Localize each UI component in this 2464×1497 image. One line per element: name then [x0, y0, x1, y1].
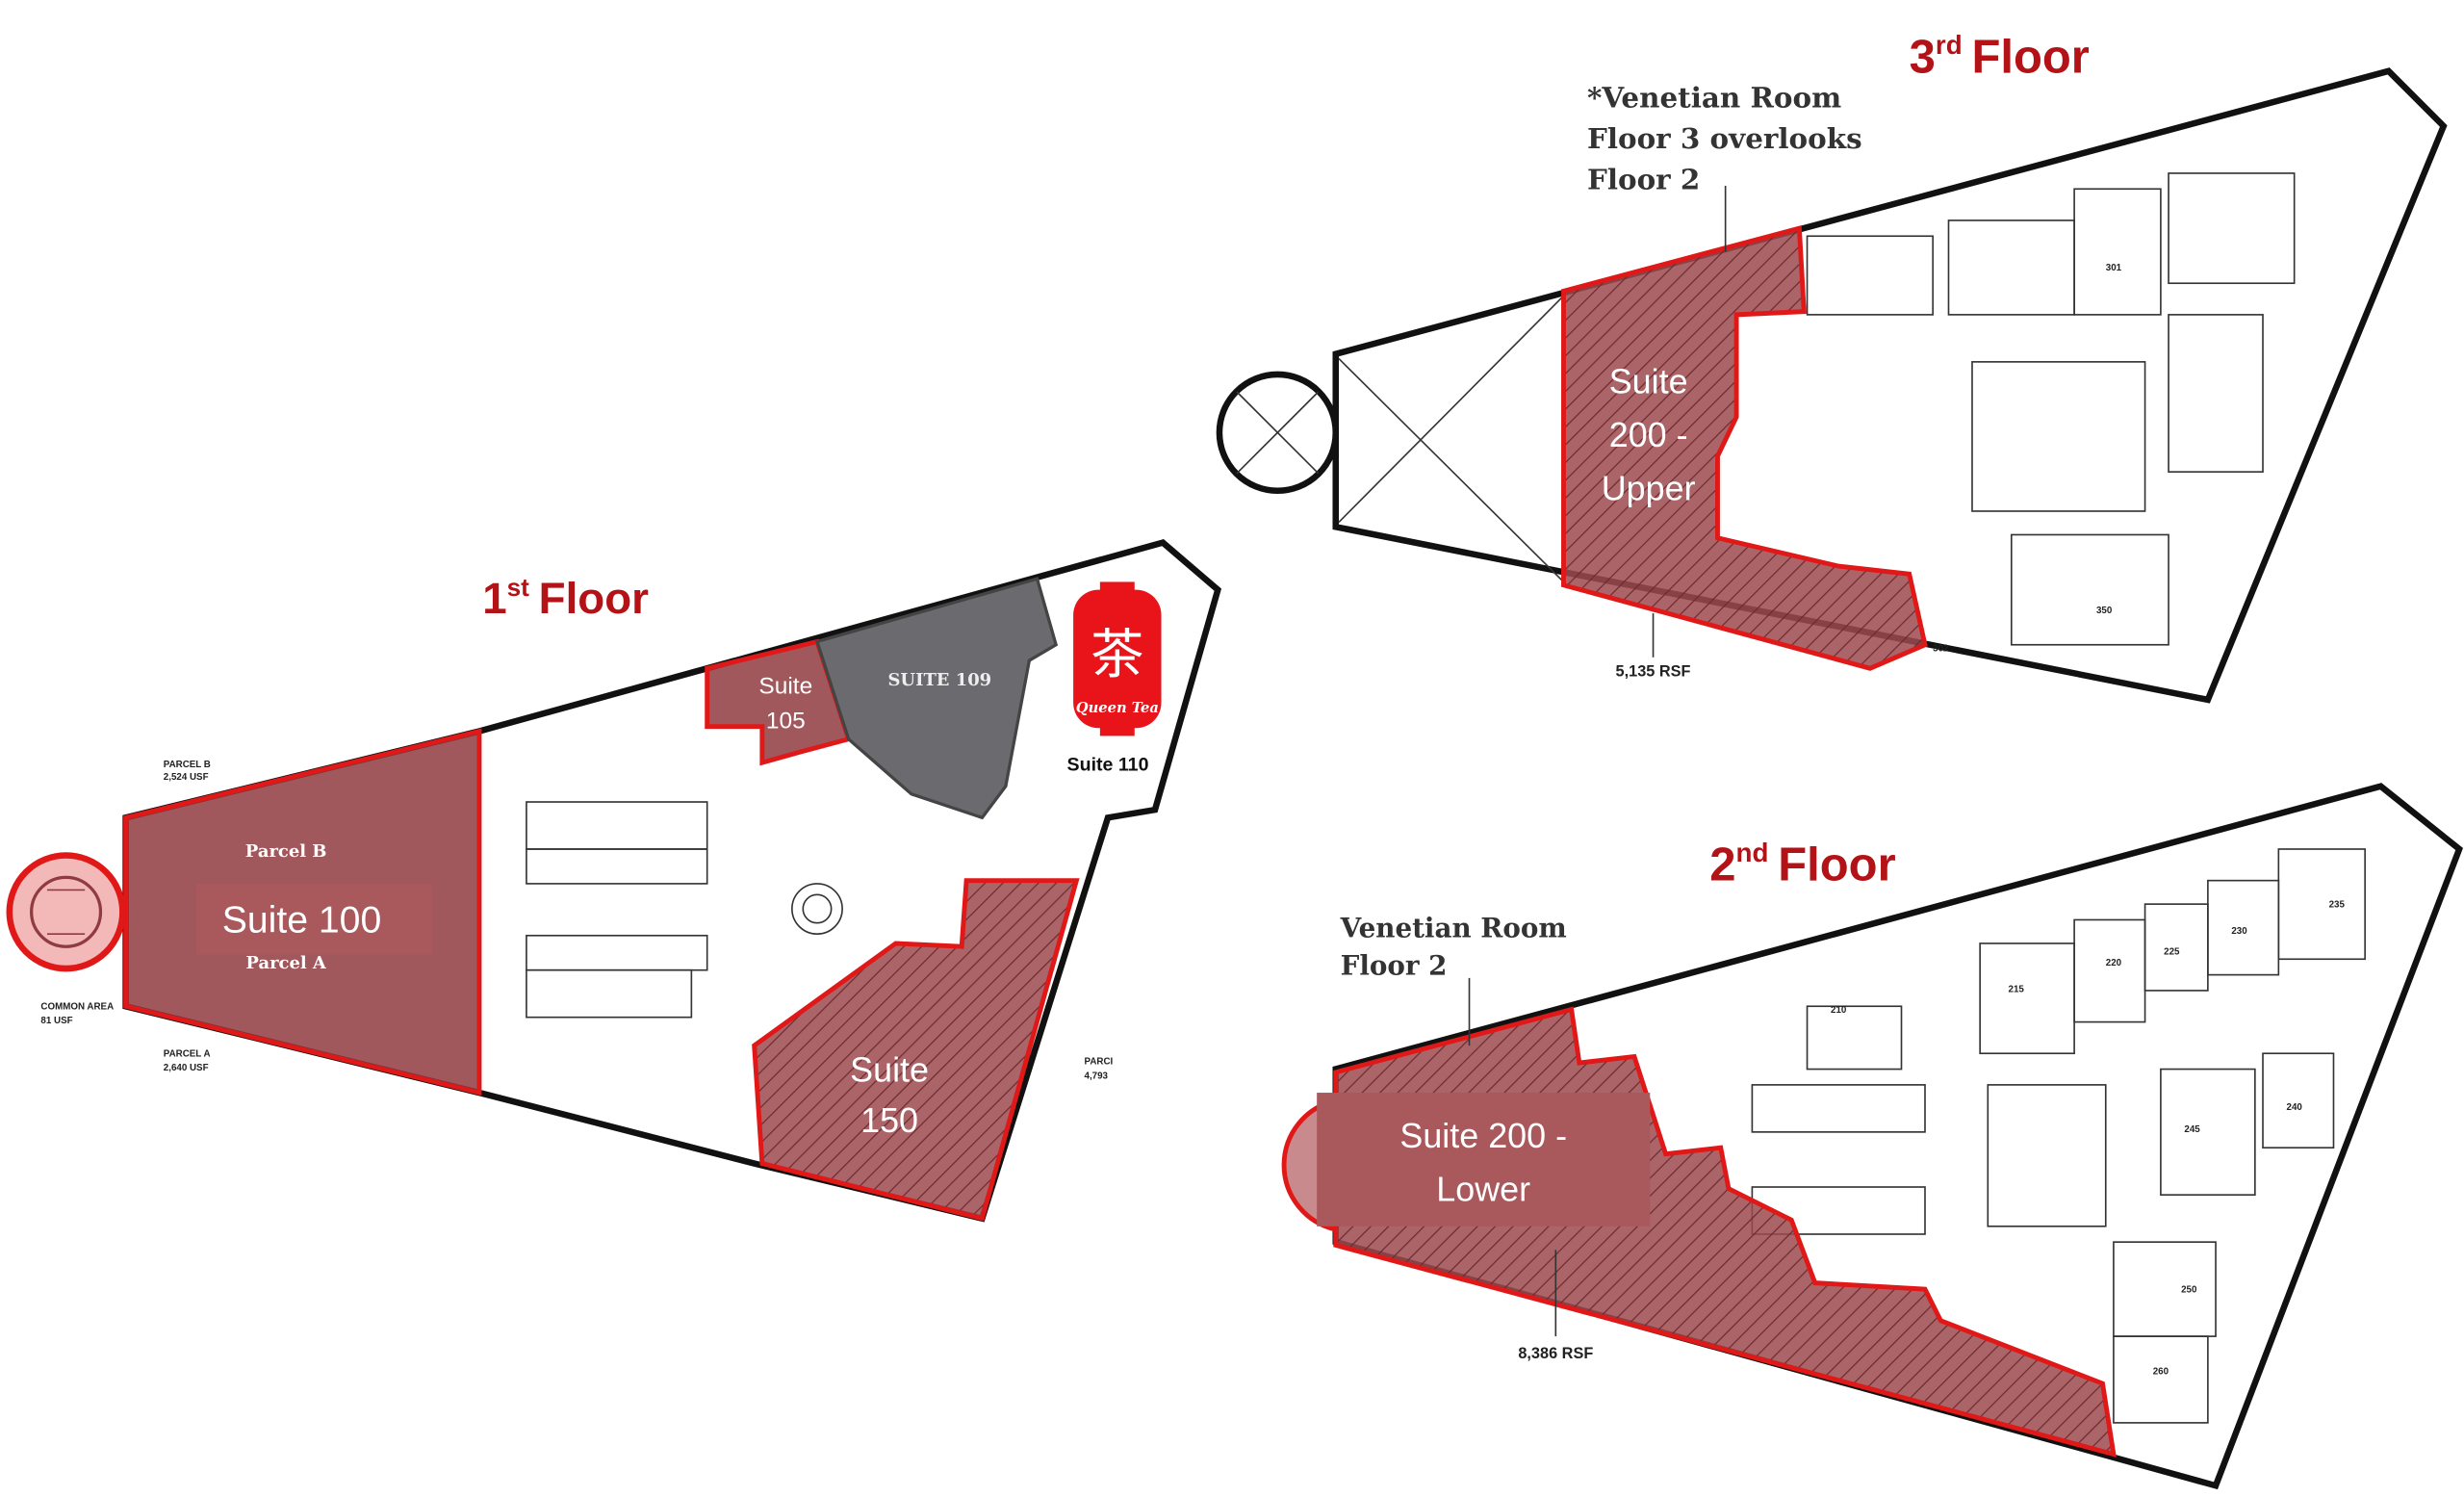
parcel-a-label: Parcel A	[245, 953, 326, 973]
room-250: 250	[2181, 1284, 2197, 1295]
room-210: 210	[1831, 1005, 1847, 1016]
room-215: 215	[2009, 985, 2025, 995]
suite-200-lower-label-line2: Lower	[1436, 1170, 1530, 1209]
suite-150-label-line1: Suite	[850, 1050, 929, 1090]
suite-200-lower-label-line1: Suite 200 -	[1399, 1116, 1567, 1155]
svg-text:茶: 茶	[1091, 624, 1144, 686]
common-area-note: COMMON AREA	[40, 1002, 114, 1013]
suite-200-lower-label-bg	[1317, 1093, 1651, 1226]
venetian-floor2-note-line2: Floor 2	[1341, 950, 1448, 982]
second-floor-rsf: 8,386 RSF	[1518, 1345, 1593, 1362]
room-260: 260	[2153, 1366, 2169, 1377]
suite-105-label-line1: Suite	[758, 673, 812, 699]
room-225: 225	[2164, 946, 2180, 957]
suite-200-upper-area[interactable]	[1561, 224, 1928, 671]
suite-100-label-bg	[196, 883, 432, 955]
suite-110-label: Suite 110	[1067, 754, 1149, 775]
room-240: 240	[2287, 1102, 2303, 1113]
room-350: 350	[2096, 606, 2113, 616]
third-floor-rooms	[1806, 172, 2296, 646]
parcel-b-area: 2,524 USF	[164, 772, 209, 783]
first-floor-plan: Suite 100 Parcel B Parcel A PARCEL B 2,5…	[6, 539, 1222, 1223]
room-230: 230	[2231, 926, 2247, 937]
parcel-b-label: Parcel B	[245, 841, 327, 862]
suite-109-area[interactable]	[814, 577, 1059, 820]
queen-tea-logo: 茶 Queen Tea	[1073, 581, 1162, 736]
common-area-size: 81 USF	[40, 1016, 72, 1026]
third-floor-plan: 301 350 302 Suite 200 - Upper 5,135 RSF …	[1216, 30, 2448, 704]
venetian-note-line1: *Venetian Room	[1587, 80, 1841, 114]
venetian-floor2-note-line1: Venetian Room	[1340, 912, 1567, 943]
suite-200-upper-label-line1: Suite	[1609, 362, 1688, 401]
room-220: 220	[2106, 958, 2122, 968]
second-floor-plan: 210 215 220 225 230 235 240 245 250 260 …	[1281, 783, 2464, 1490]
suite-109-label: SUITE 109	[887, 670, 991, 690]
suite-150-area[interactable]	[752, 878, 1080, 1222]
third-floor-rsf: 5,135 RSF	[1616, 662, 1691, 680]
room-301: 301	[2106, 263, 2122, 273]
room-245: 245	[2184, 1124, 2200, 1135]
queen-tea-logo-text: Queen Tea	[1076, 700, 1159, 716]
rotunda	[6, 852, 126, 972]
parcel-a-area: 2,640 USF	[164, 1063, 209, 1073]
parcel-c-note: PARCI	[1085, 1057, 1114, 1068]
venetian-note-line3: Floor 2	[1587, 162, 1700, 195]
parcel-c-area: 4,793	[1085, 1071, 1109, 1081]
venetian-note-line2: Floor 3 overlooks	[1587, 121, 1862, 155]
parcel-a-note: PARCEL A	[164, 1049, 211, 1060]
suite-200-upper-label-line2: 200 -	[1609, 415, 1688, 454]
parcel-b-note: PARCEL B	[164, 760, 211, 770]
suite-150-label-line2: 150	[860, 1100, 918, 1140]
room-235: 235	[2329, 899, 2346, 910]
room-302: 302	[1933, 643, 1949, 654]
suite-105-label-line2: 105	[766, 708, 806, 734]
suite-200-upper-label-line3: Upper	[1602, 469, 1696, 508]
suite-100-label: Suite 100	[222, 900, 382, 942]
